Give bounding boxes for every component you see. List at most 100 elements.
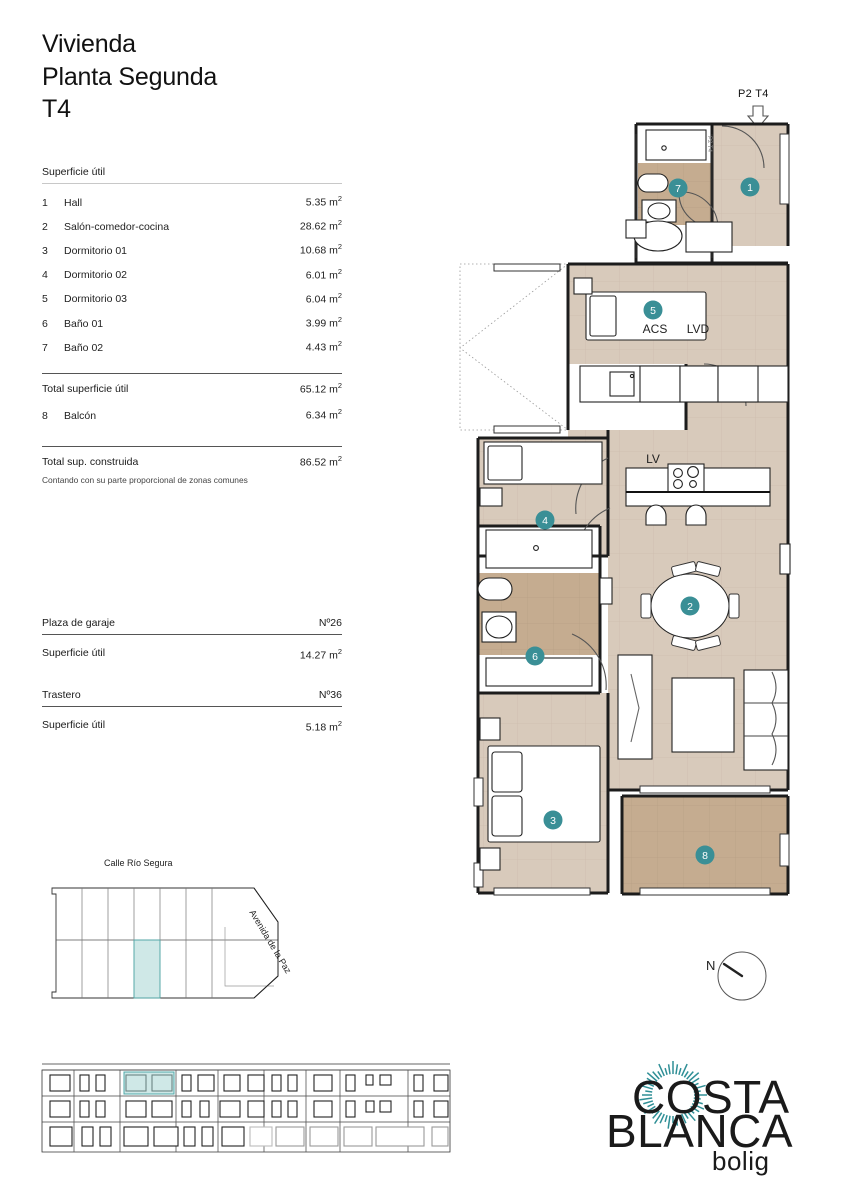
windows [473,133,790,896]
room-marker: 1 [740,177,760,197]
room-number: 4 [42,269,48,282]
storage-area-value: 5.18 m2 [305,718,342,734]
title-line-1: Vivienda [42,30,136,58]
sunburst-ray [659,1113,665,1124]
storage-number: Nº36 [318,688,342,701]
sunburst-ray [675,1064,679,1075]
unit-label: P2 T4 [738,88,769,100]
room-name: Dormitorio 02 [64,269,128,282]
info-panel: Vivienda Planta Segunda T4 Superficie út… [42,28,342,733]
room-marker: 5 [643,300,663,320]
room-name: Dormitorio 03 [64,293,128,306]
room-marker-number: 8 [702,850,708,862]
sunburst-ray [657,1071,663,1078]
sunburst-ray [645,1090,653,1093]
room-area: 4.43 m2 [305,339,342,354]
room-row: 5 Dormitorio 03 6.04 m2 [42,286,342,310]
svg-text:P2 T4: P2 T4 [706,136,712,153]
site-plan: Calle Río Segura Avenida de la Paz [42,848,342,1038]
garage-area-label: Superficie útil [42,647,106,660]
lvd-appliance [685,221,733,253]
sunburst-ray [690,1105,700,1113]
title-line-2: Planta Segunda [42,62,218,91]
sunburst-ray [691,1082,699,1087]
room-marker-number: 1 [747,182,753,194]
sunburst-ray [646,1072,658,1082]
room-area: 10.68 m2 [299,242,342,257]
total-useful-area-label: Total superficie útil [42,383,129,396]
compass-north-label: N [706,958,715,973]
nightstand [479,847,501,871]
tv-unit [617,654,653,760]
room-name: Salón-comedor-cocina [64,220,170,233]
lv-washer [639,365,681,403]
elevation-unit-highlight [124,1072,174,1094]
sunburst-ray [664,1067,668,1076]
garage-heading: Plaza de garaje Nº26 [42,617,342,636]
appliance-label: LVD [687,322,710,336]
sunburst-ray [678,1114,684,1128]
sunburst-ray [688,1072,700,1082]
sunburst-ray [693,1090,701,1093]
common-areas-note: Contando con su parte proporcional de zo… [42,475,248,486]
sunburst-ray [647,1082,655,1087]
entrance-arrow-icon [746,105,770,129]
floor-plan: P2 T4 [450,78,830,948]
total-useful-area-value: 65.12 m2 [299,380,342,396]
room-number: 5 [42,293,48,306]
building-elevation-drawing [41,1063,451,1153]
coffee-table [671,677,735,753]
garage-area-row: Superficie útil 14.27 m2 [42,635,342,662]
storage-area-label: Superficie útil [42,718,106,731]
sunburst-ray [688,1108,695,1114]
sunburst-ray [691,1103,705,1110]
room-marker-number: 2 [687,601,693,613]
total-useful-area-row: Total superficie útil 65.12 m2 [42,372,342,396]
storage-area-row: Superficie útil 5.18 m2 [42,707,342,734]
building-elevation [36,1048,456,1160]
room-marker: 6 [525,646,545,666]
vanity-counter [485,529,593,569]
site-plan-drawing [51,887,279,999]
room-name: Hall [64,196,83,209]
sunburst-ray [686,1071,694,1080]
room-marker: 3 [543,810,563,830]
sunburst-ray [646,1077,656,1085]
sunburst-ray [686,1110,696,1122]
room-number: 6 [42,317,48,330]
room-name: Baño 01 [64,317,104,330]
total-built-area-row: Total sup. construida 86.52 m2 [42,445,342,468]
room-marker-number: 7 [675,183,681,195]
sunburst-ray [683,1071,689,1078]
room-marker-number: 6 [532,651,538,663]
sunburst-ray [690,1077,700,1085]
title-line-3: T4 [42,95,71,123]
sunburst-ray [639,1097,653,1101]
sunburst-ray [664,1114,668,1123]
north-compass: N [692,936,802,1018]
sunburst-ray [692,1084,706,1090]
toilet [477,577,513,601]
room-area: 6.04 m2 [305,290,342,306]
sunburst-ray [683,1112,689,1119]
bar-stool [685,504,707,526]
sunburst-ray [640,1084,654,1090]
sunburst-ray [651,1108,658,1114]
garage-heading-label: Plaza de garaje [42,617,115,630]
logo-costa-text: COSTA [632,1071,790,1123]
bar-stool [645,504,667,526]
sunburst-ray [652,1071,660,1080]
appliance-label: LV [646,452,660,466]
balcony-area: 6.34 m2 [305,407,342,422]
balcony-number: 8 [42,409,48,422]
room-number: 3 [42,244,48,257]
site-street-top-label: Calle Río Segura [104,858,173,868]
pillow [589,295,617,337]
room-marker: 8 [695,845,715,865]
